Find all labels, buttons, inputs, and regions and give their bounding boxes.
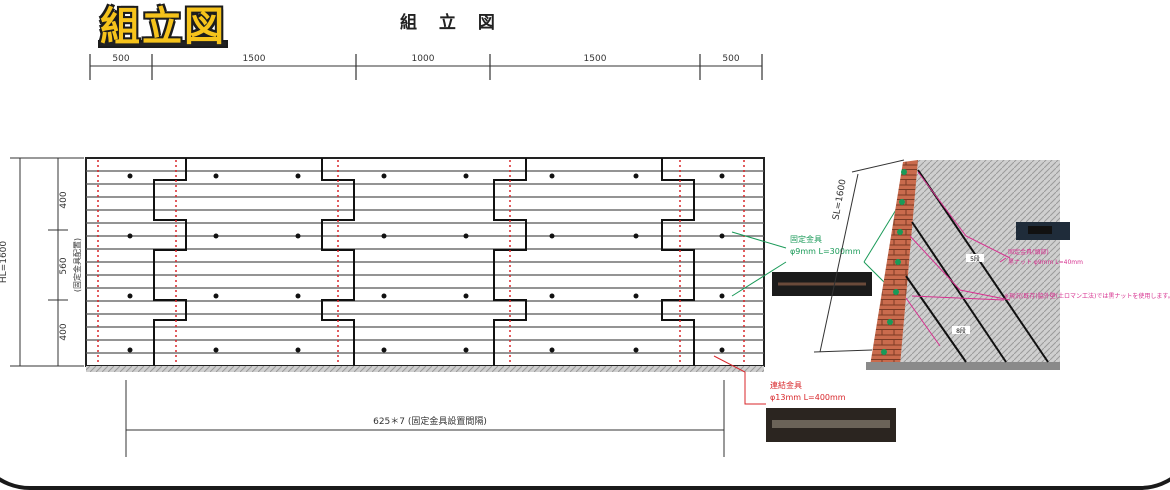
fixing-bracket: 固定金具 φ9mm L=300mm <box>731 199 903 301</box>
left-dimension: HL=1600 400 560 400 (固定金具配置) <box>0 157 84 367</box>
dim-500-left: 500 <box>112 54 129 64</box>
left-vertical-label: (固定金具配置) <box>72 238 82 292</box>
anchor-title: 連結金具 <box>770 380 802 390</box>
assembly-drawing: 500 1500 1000 1500 500 HL=1600 400 560 4… <box>0 54 1170 457</box>
bottom-dim-label: 625＊7 (固定金具設置間隔) <box>373 415 487 427</box>
wall-panel <box>85 157 765 372</box>
net-title: 固定金具(頭部) <box>1008 248 1049 256</box>
dim-400-top: 400 <box>59 191 69 208</box>
drawing-title: 組 立 図 <box>400 13 503 33</box>
bottom-dimension: 625＊7 (固定金具設置間隔) <box>125 380 725 457</box>
label-5dan: 5段 <box>970 255 980 263</box>
net-spec: 黒ナット φ9mm L=40mm <box>1008 259 1083 266</box>
dim-560: 560 <box>59 257 69 274</box>
dim-1000: 1000 <box>412 54 435 64</box>
badge-title: 組立図 <box>100 4 226 50</box>
fixing-title: 固定金具 <box>790 234 822 244</box>
sl-label: SL=1600 <box>832 178 849 221</box>
top-dimension-line: 500 1500 1000 1500 500 <box>89 54 763 80</box>
anchor-bracket: 連結金具 φ13mm L=400mm <box>713 355 896 442</box>
dim-1500-a: 1500 <box>243 54 266 64</box>
fixing-spec: φ9mm L=300mm <box>790 247 861 256</box>
label-8dan: 8段 <box>956 327 966 335</box>
hl-label: HL=1600 <box>0 241 9 284</box>
dim-1500-b: 1500 <box>584 54 607 64</box>
dim-400-bottom: 400 <box>59 323 69 340</box>
anchor-spec: φ13mm L=400mm <box>770 393 846 402</box>
note-text: ※現況(既存)脇外壁(土ロマン工法)では黒ナットを使用します。 <box>1004 292 1170 300</box>
dim-500-right: 500 <box>722 54 739 64</box>
